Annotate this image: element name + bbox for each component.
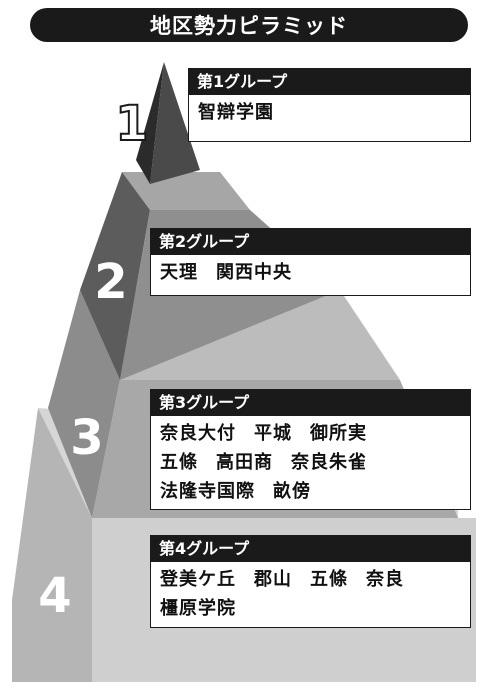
school-name: 御所実 (310, 423, 367, 444)
school-name: 奈良 (366, 569, 404, 590)
school-name: 奈良朱雀 (291, 452, 367, 473)
tier-4-number: 4 (38, 568, 72, 624)
school-name: 五條 (160, 452, 198, 473)
group-4-box: 第4グループ 登美ケ丘郡山五條奈良 橿原学院 (150, 535, 471, 628)
school-name: 関西中央 (216, 262, 292, 283)
group-2-label: 第2グループ (151, 229, 470, 255)
group-2-box: 第2グループ 天理関西中央 (150, 228, 471, 296)
school-name: 天理 (160, 262, 198, 283)
school-name: 橿原学院 (160, 598, 236, 619)
tier-2-left-face (80, 172, 150, 380)
school-name: 郡山 (254, 569, 292, 590)
school-name: 高田商 (216, 452, 273, 473)
group-4-label: 第4グループ (151, 536, 470, 562)
group-3-schools: 奈良大付平城御所実 五條高田商奈良朱雀 法隆寺国際畝傍 (151, 416, 470, 508)
tier-3-number: 3 (70, 410, 104, 466)
group-4-schools: 登美ケ丘郡山五條奈良 橿原学院 (151, 562, 470, 625)
group-3-label: 第3グループ (151, 390, 470, 416)
group-1-schools: 智辯学園 (189, 95, 470, 129)
tier-1-left-face (136, 62, 164, 184)
school-name: 登美ケ丘 (160, 569, 236, 590)
group-1-label: 第1グループ (189, 69, 470, 95)
tier-1-number: 1 (114, 96, 149, 152)
tier-3-left-face (48, 290, 120, 518)
school-name: 法隆寺国際 (160, 481, 255, 502)
diagram-title-text: 地区勢力ピラミッド (150, 14, 348, 38)
diagram-title: 地区勢力ピラミッド (30, 8, 468, 42)
group-3-box: 第3グループ 奈良大付平城御所実 五條高田商奈良朱雀 法隆寺国際畝傍 (150, 389, 471, 510)
school-name: 五條 (310, 569, 348, 590)
school-name: 平城 (254, 423, 292, 444)
school-name: 奈良大付 (160, 423, 236, 444)
group-1-box: 第1グループ 智辯学園 (188, 68, 471, 142)
group-2-schools: 天理関西中央 (151, 255, 470, 289)
tier-1-right-face (150, 62, 200, 184)
tier-2-number: 2 (94, 254, 128, 310)
school-name: 智辯学園 (198, 102, 274, 123)
tier-4-left-face (12, 408, 92, 682)
school-name: 畝傍 (273, 481, 311, 502)
